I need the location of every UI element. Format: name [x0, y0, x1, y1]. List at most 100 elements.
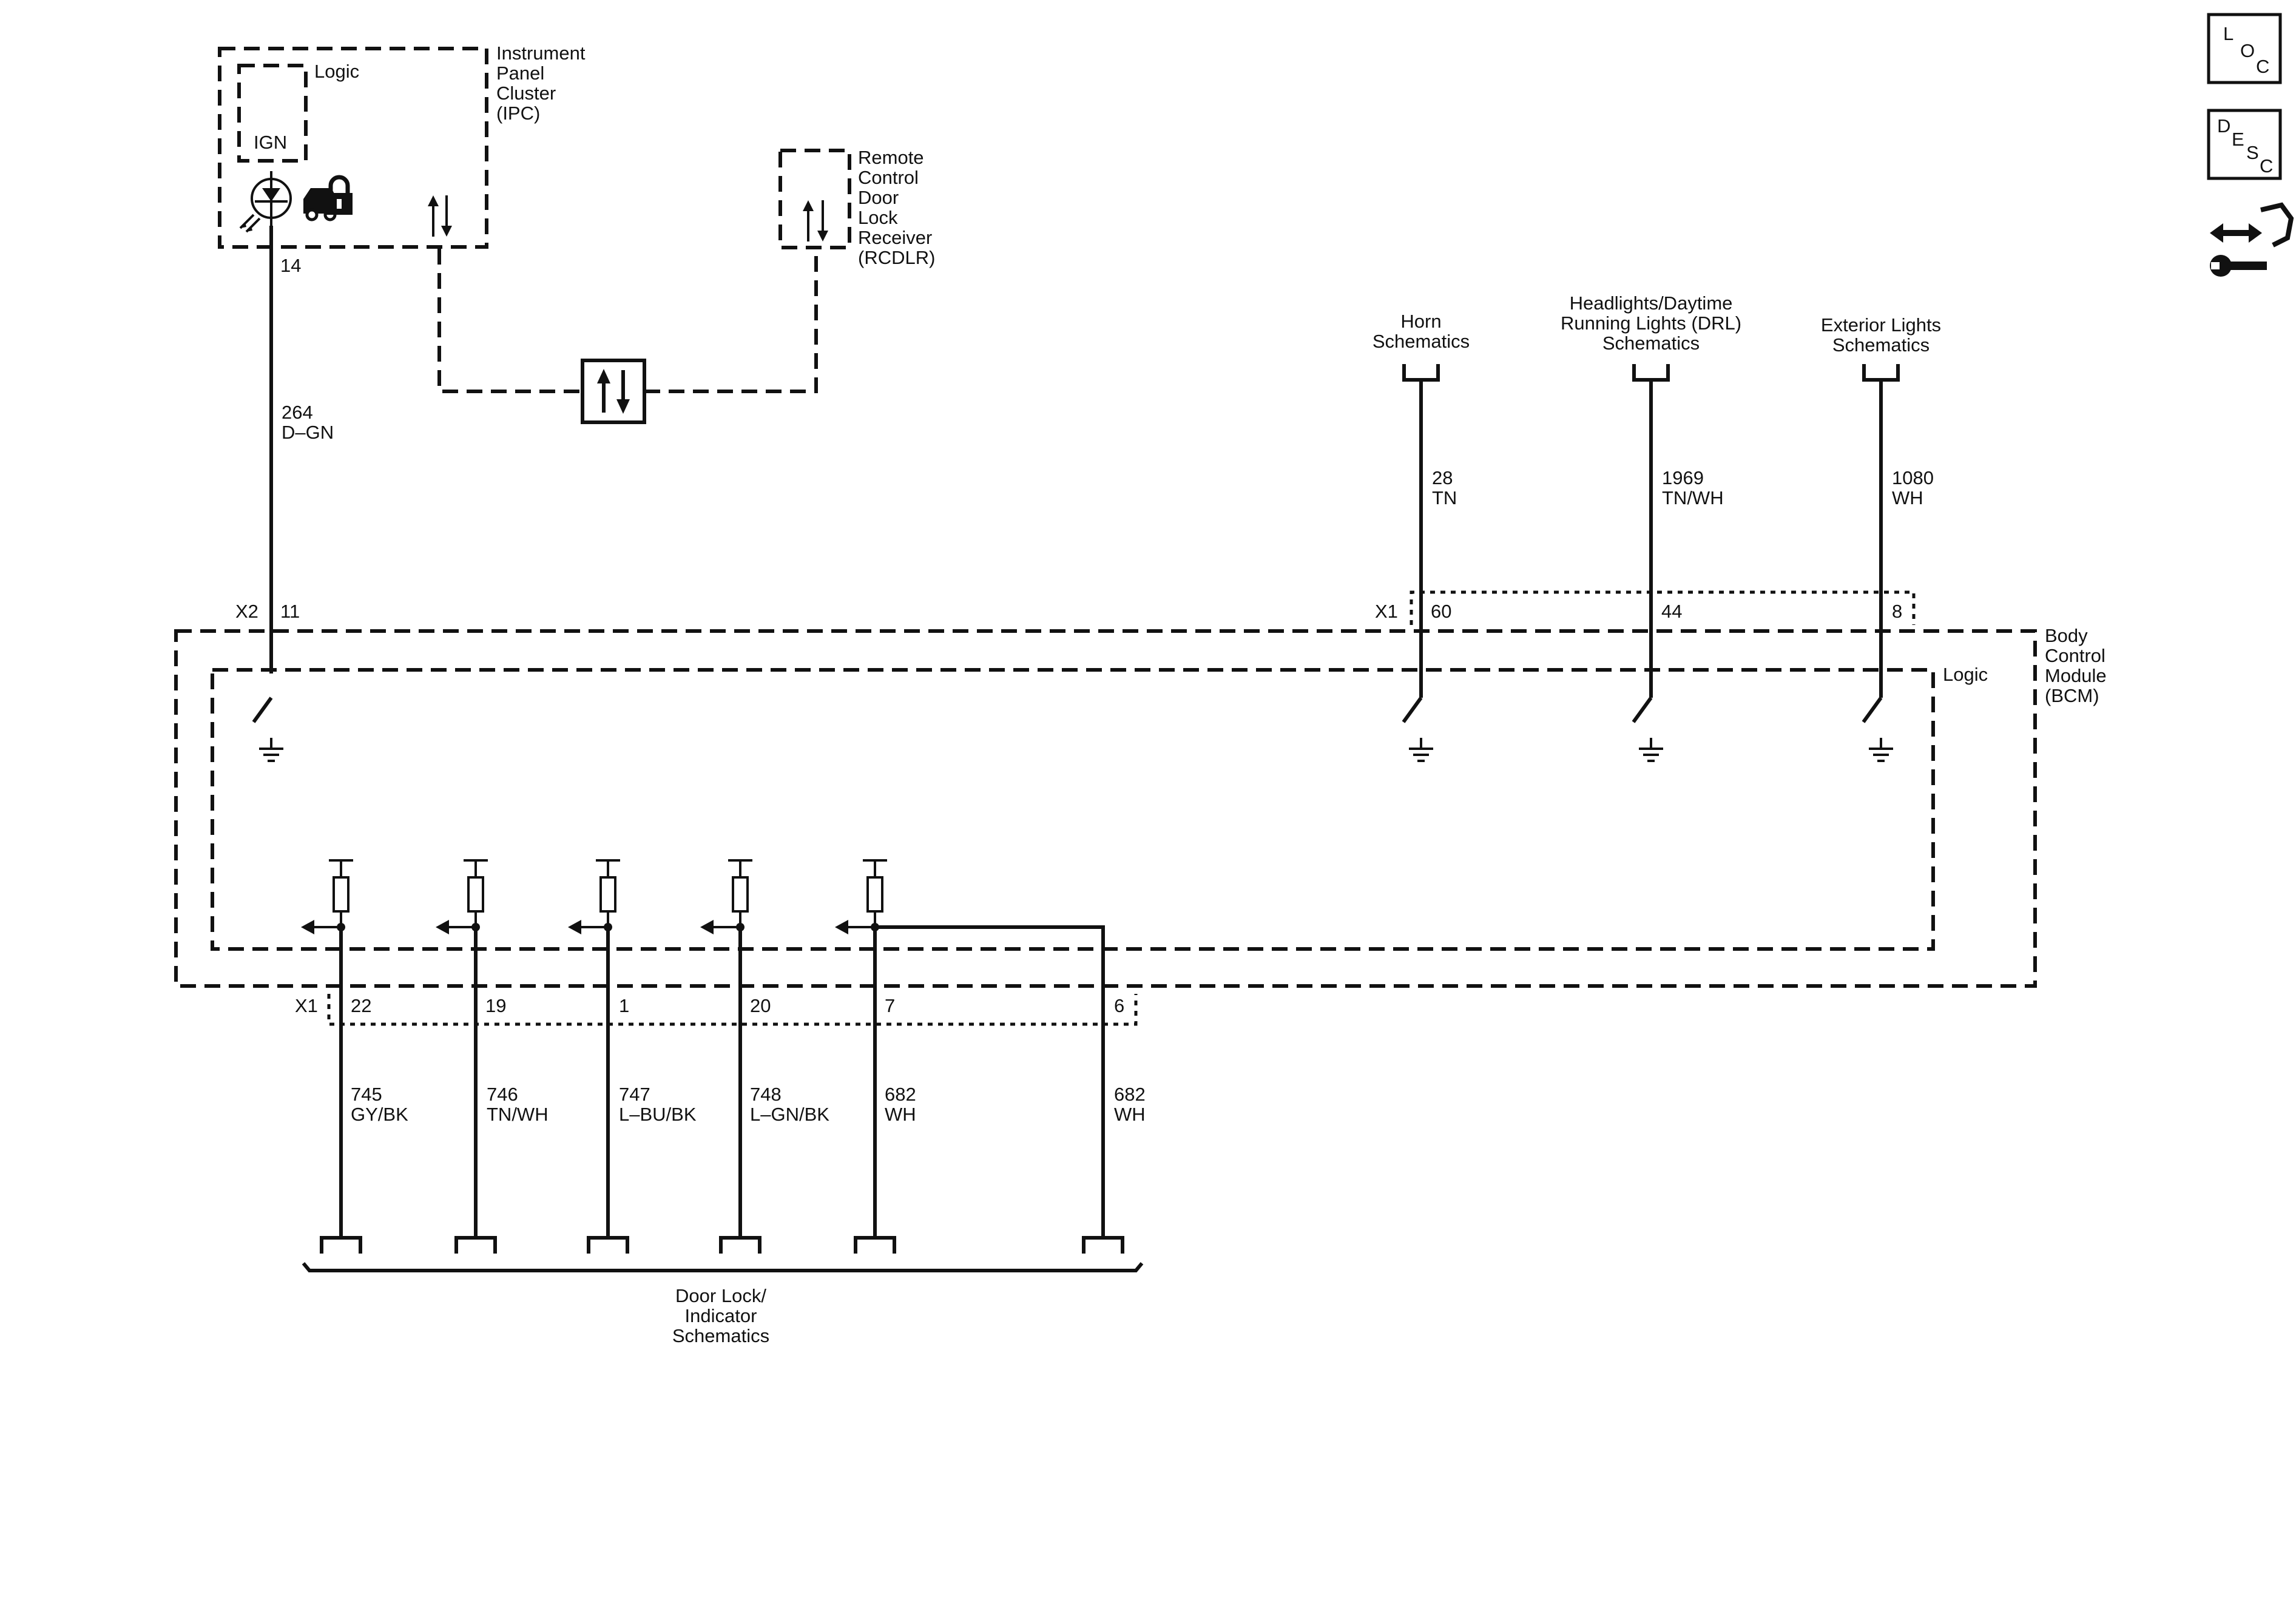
bcm-x1-pin-20: 20: [750, 995, 771, 1016]
ipc-name-4: (IPC): [496, 103, 540, 124]
rcdlr-name-2: Control: [858, 167, 919, 188]
exterior-lights-circuit: Exterior Lights Schematics 1080 WH: [1821, 314, 1941, 762]
horn-ref-1: Horn: [1400, 311, 1441, 332]
wire-745-color: GY/BK: [351, 1104, 408, 1125]
bcm-name-2: Control: [2045, 645, 2105, 666]
rcdlr-name-4: Lock: [858, 207, 898, 228]
desc-letter-d: D: [2217, 115, 2230, 137]
wire-28-circuit: 28: [1432, 467, 1453, 488]
ipc-ign-label: IGN: [254, 132, 287, 153]
wire-682a-circuit: 682: [885, 1084, 916, 1105]
door-lock-ref-3: Schematics: [672, 1325, 769, 1346]
connector-wrench-icon[interactable]: [2210, 202, 2294, 277]
output-driver-748: [700, 859, 752, 1238]
rcdlr-outline: [778, 149, 851, 249]
bcm-name-3: Module: [2045, 665, 2107, 686]
wire-264: 264 D–GN: [269, 226, 334, 673]
bcm-x1-pin-1: 1: [619, 995, 629, 1016]
loc-letter-l: L: [2223, 23, 2234, 44]
bcm-name-4: (BCM): [2045, 685, 2099, 706]
exterior-ref-2: Schematics: [1832, 334, 1930, 356]
horn-circuit: Horn Schematics 28 TN: [1373, 311, 1470, 762]
headlights-ref-1: Headlights/Daytime: [1570, 292, 1733, 314]
headlights-circuit: Headlights/Daytime Running Lights (DRL) …: [1561, 292, 1741, 762]
ipc-pin-14: 14: [280, 255, 301, 276]
wire-748-circuit: 748: [750, 1084, 782, 1105]
wire-747-color: L–BU/BK: [619, 1104, 697, 1125]
ipc-name-2: Panel: [496, 62, 544, 84]
wire-747-circuit: 747: [619, 1084, 650, 1105]
desc-letter-c: C: [2260, 155, 2273, 177]
desc-letter-s: S: [2246, 142, 2259, 163]
bcm-x1-pin-6: 6: [1114, 995, 1124, 1016]
wire-264-color: D–GN: [282, 422, 334, 443]
headlights-ref-2: Running Lights (DRL): [1561, 312, 1741, 334]
bcm-x1-bottom-label: X1: [295, 995, 318, 1016]
bcm-input-switch-x2: [252, 697, 283, 762]
door-lock-reference-terminals: Door Lock/ Indicator Schematics: [302, 1236, 1144, 1346]
bcm-x1-pin-7: 7: [885, 995, 895, 1016]
bottom-wire-labels: 745 GY/BK 746 TN/WH 747 L–BU/BK 748 L–GN…: [351, 1084, 1146, 1125]
rcdlr-name-1: Remote: [858, 147, 924, 168]
bcm-x2-pin-11: 11: [280, 601, 300, 622]
wire-745-circuit: 745: [351, 1084, 382, 1105]
desc-letter-e: E: [2232, 129, 2244, 150]
door-lock-ref-2: Indicator: [685, 1305, 757, 1326]
wire-1969-color: TN/WH: [1662, 487, 1724, 508]
wire-746-color: TN/WH: [487, 1104, 549, 1125]
bcm-x1-pin-22: 22: [351, 995, 371, 1016]
rcdlr-data-arrows-icon: [803, 200, 828, 241]
bcm-x1-top-connector: [1410, 590, 1916, 625]
car-lock-icon: [303, 175, 353, 221]
output-driver-746: [436, 859, 488, 1238]
bcm-x1-top-label: X1: [1375, 601, 1398, 622]
rcdlr-name-5: Receiver: [858, 227, 932, 248]
door-lock-brace: [302, 1262, 1144, 1272]
door-lock-ref-1: Door Lock/: [675, 1285, 766, 1306]
bcm-x1-bottom-connector: [327, 994, 1138, 1026]
ipc-component: Logic IGN Instrument Panel Cluster (IPC): [218, 42, 586, 276]
bcm-outline: [174, 629, 2037, 988]
ipc-name-1: Instrument: [496, 42, 586, 64]
bcm-logic-label: Logic: [1943, 664, 1988, 685]
ipc-outline: [218, 47, 488, 249]
wire-682a-color: WH: [885, 1104, 916, 1125]
wire-1080-color: WH: [1892, 487, 1923, 508]
bcm-logic-outline: [211, 668, 1935, 951]
wire-1080-circuit: 1080: [1892, 467, 1934, 488]
exterior-ref-1: Exterior Lights: [1821, 314, 1941, 336]
ipc-logic-outline: [237, 64, 308, 163]
rcdlr-component: Remote Control Door Lock Receiver (RCDLR…: [778, 147, 935, 268]
headlights-ref-3: Schematics: [1602, 333, 1700, 354]
wire-682b-circuit: 682: [1114, 1084, 1146, 1105]
bidirectional-data-icon: [581, 359, 646, 424]
bcm-x1-pin-60: 60: [1431, 601, 1451, 622]
ipc-logic-label: Logic: [314, 61, 359, 82]
loc-letter-c: C: [2256, 56, 2269, 77]
rcdlr-name-6: (RCDLR): [858, 247, 935, 268]
wire-1969-circuit: 1969: [1662, 467, 1704, 488]
bcm-component: Logic Body Control Module (BCM) X2 11 X1…: [174, 590, 2107, 1026]
wire-682b-color: WH: [1114, 1104, 1146, 1125]
loc-letter-o: O: [2240, 40, 2255, 61]
bcm-x1-pin-19: 19: [485, 995, 506, 1016]
bcm-x1-pin-44: 44: [1661, 601, 1682, 622]
rcdlr-name-3: Door: [858, 187, 899, 208]
wire-748-color: L–GN/BK: [750, 1104, 829, 1125]
wire-264-circuit: 264: [282, 402, 313, 423]
serial-data-link: [437, 249, 818, 424]
desc-button[interactable]: D E S C: [2207, 109, 2282, 180]
output-driver-682: [835, 859, 1105, 1238]
wire-28-color: TN: [1432, 487, 1457, 508]
horn-ref-2: Schematics: [1373, 331, 1470, 352]
ipc-name-3: Cluster: [496, 83, 556, 104]
output-driver-745: [301, 859, 353, 1238]
bcm-name-1: Body: [2045, 625, 2088, 646]
ipc-data-arrows-icon: [428, 195, 452, 237]
indicator-lamp-icon: [239, 171, 292, 233]
loc-button[interactable]: L O C: [2207, 13, 2282, 84]
bcm-x1-pin-8: 8: [1892, 601, 1902, 622]
wire-746-circuit: 746: [487, 1084, 518, 1105]
bcm-x2-connector: X2: [235, 601, 258, 622]
